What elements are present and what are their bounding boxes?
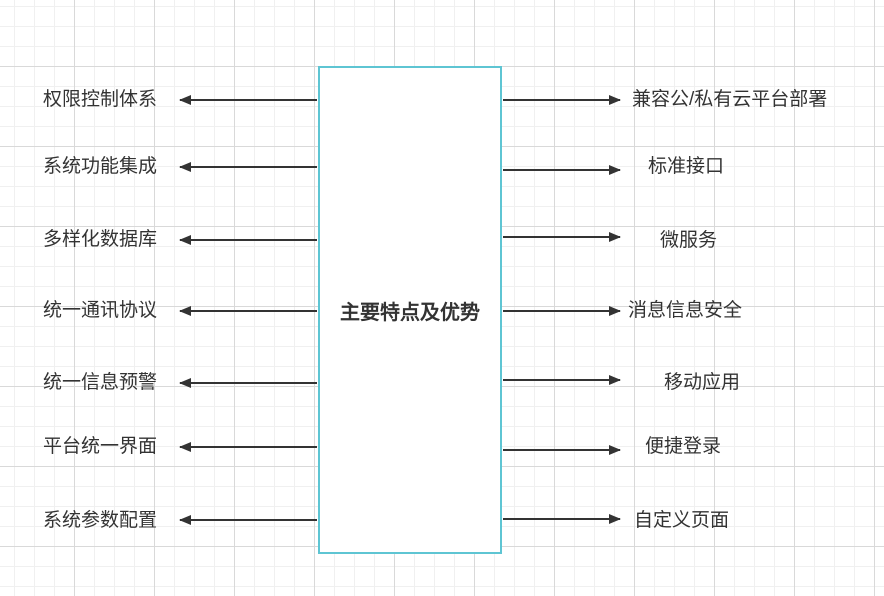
right-label-2: 标准接口	[648, 156, 725, 177]
left-label-1: 权限控制体系	[43, 89, 158, 110]
left-label-2: 系统功能集成	[43, 156, 158, 177]
center-box: 主要特点及优势	[318, 66, 502, 554]
left-label-5: 统一信息预警	[43, 372, 158, 393]
right-label-3: 微服务	[660, 230, 718, 251]
right-label-4: 消息信息安全	[628, 300, 743, 321]
center-title: 主要特点及优势	[340, 301, 480, 324]
right-label-5: 移动应用	[664, 372, 741, 393]
left-label-6: 平台统一界面	[43, 436, 158, 457]
right-label-6: 便捷登录	[645, 436, 722, 457]
left-label-3: 多样化数据库	[43, 229, 158, 250]
right-label-1: 兼容公/私有云平台部署	[632, 89, 828, 110]
left-label-7: 系统参数配置	[43, 510, 158, 531]
right-label-7: 自定义页面	[634, 510, 730, 531]
left-label-4: 统一通讯协议	[43, 300, 158, 321]
